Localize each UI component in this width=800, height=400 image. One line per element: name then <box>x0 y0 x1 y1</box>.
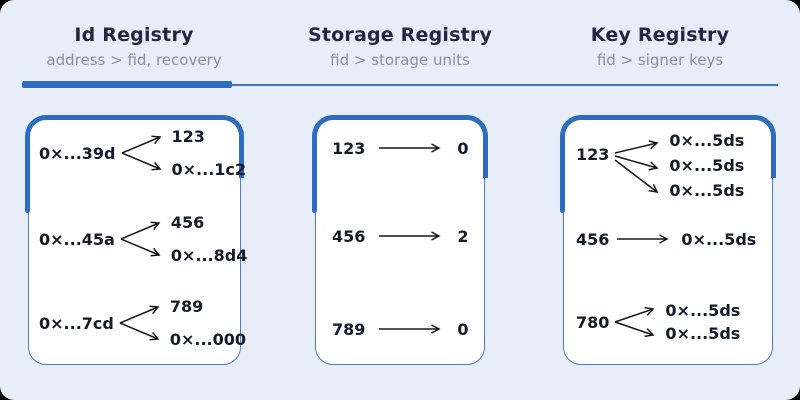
key-registry-card: 123 0×...5ds 0×...5ds 0×...5ds 456 0×...… <box>560 115 776 365</box>
storage-registry-title: Storage Registry <box>307 24 493 46</box>
header-storage-registry: Storage Registry fid > storage units <box>305 24 495 69</box>
target-label: 456 <box>170 213 205 232</box>
storage-registry-subtitle: fid > storage units <box>330 51 470 69</box>
source-label: 123 <box>332 138 366 158</box>
target-list: 0×...5ds 0×...5ds <box>665 301 740 343</box>
target-list: 123 0×...1c2 <box>172 127 247 179</box>
mapping-row: 0×...45a 456 0×...8d4 <box>39 209 247 269</box>
target-label: 0×...5ds <box>669 131 745 150</box>
source-label: 123 <box>576 145 610 164</box>
target-label: 0×...1c2 <box>171 160 247 179</box>
target-label: 0 <box>457 319 469 339</box>
source-label: 0×...39d <box>39 143 116 163</box>
mapping-row: 456 0×...5ds <box>576 215 768 263</box>
mapping-row: 123 0 <box>332 123 474 173</box>
fan-arrows-icon <box>121 135 161 171</box>
target-label: 789 <box>169 297 204 316</box>
header-divider-line <box>22 84 778 86</box>
target-label: 0×...8d4 <box>170 246 248 265</box>
fan-arrows-icon <box>120 221 161 257</box>
mapping-row: 456 2 <box>332 211 474 261</box>
target-label: 123 <box>171 127 205 146</box>
key-registry-title: Key Registry <box>590 24 730 46</box>
id-registry-subtitle: address > fid, recovery <box>46 51 222 69</box>
mapping-row: 780 0×...5ds 0×...5ds <box>576 287 768 357</box>
source-label: 0×...7cd <box>39 313 114 333</box>
source-label: 780 <box>576 312 610 332</box>
target-label: 0×...5ds <box>665 324 741 343</box>
arrow-icon <box>379 143 441 153</box>
source-label: 789 <box>332 319 366 339</box>
arrow-icon <box>379 231 441 241</box>
target-label: 0 <box>457 138 469 158</box>
target-label: 0×...000 <box>169 330 247 349</box>
source-label: 456 <box>576 229 610 249</box>
fan-arrows-icon <box>614 140 659 193</box>
target-label: 0×...5ds <box>669 181 745 200</box>
fan-arrows-icon <box>615 306 655 338</box>
id-registry-card: 0×...39d 123 0×...1c2 0×...45a 456 0×...… <box>25 115 247 365</box>
target-list: 456 0×...8d4 <box>171 213 248 265</box>
storage-registry-card: 123 0 456 2 789 0 <box>312 115 488 365</box>
target-list: 789 0×...000 <box>170 297 246 349</box>
header-id-registry: Id Registry address > fid, recovery <box>24 24 244 69</box>
header-key-registry: Key Registry fid > signer keys <box>558 24 762 69</box>
mapping-row: 123 0×...5ds 0×...5ds 0×...5ds <box>576 127 768 215</box>
target-label: 0×...5ds <box>665 301 741 320</box>
mapping-row: 0×...7cd 789 0×...000 <box>39 293 246 353</box>
header-divider-highlight <box>22 81 232 88</box>
fan-arrows-icon <box>119 305 160 341</box>
arrow-icon <box>617 234 669 244</box>
target-label: 0×...5ds <box>669 156 745 175</box>
source-label: 0×...45a <box>39 229 115 249</box>
mapping-row: 0×...39d 123 0×...1c2 <box>39 123 246 183</box>
mapping-row: 789 0 <box>332 304 474 354</box>
arrow-icon <box>379 324 441 334</box>
key-registry-subtitle: fid > signer keys <box>596 51 724 69</box>
target-label: 0×...5ds <box>681 229 757 249</box>
id-registry-title: Id Registry <box>74 24 194 46</box>
source-label: 456 <box>332 226 366 246</box>
target-list: 0×...5ds 0×...5ds 0×...5ds <box>669 131 744 200</box>
target-label: 2 <box>457 226 469 246</box>
